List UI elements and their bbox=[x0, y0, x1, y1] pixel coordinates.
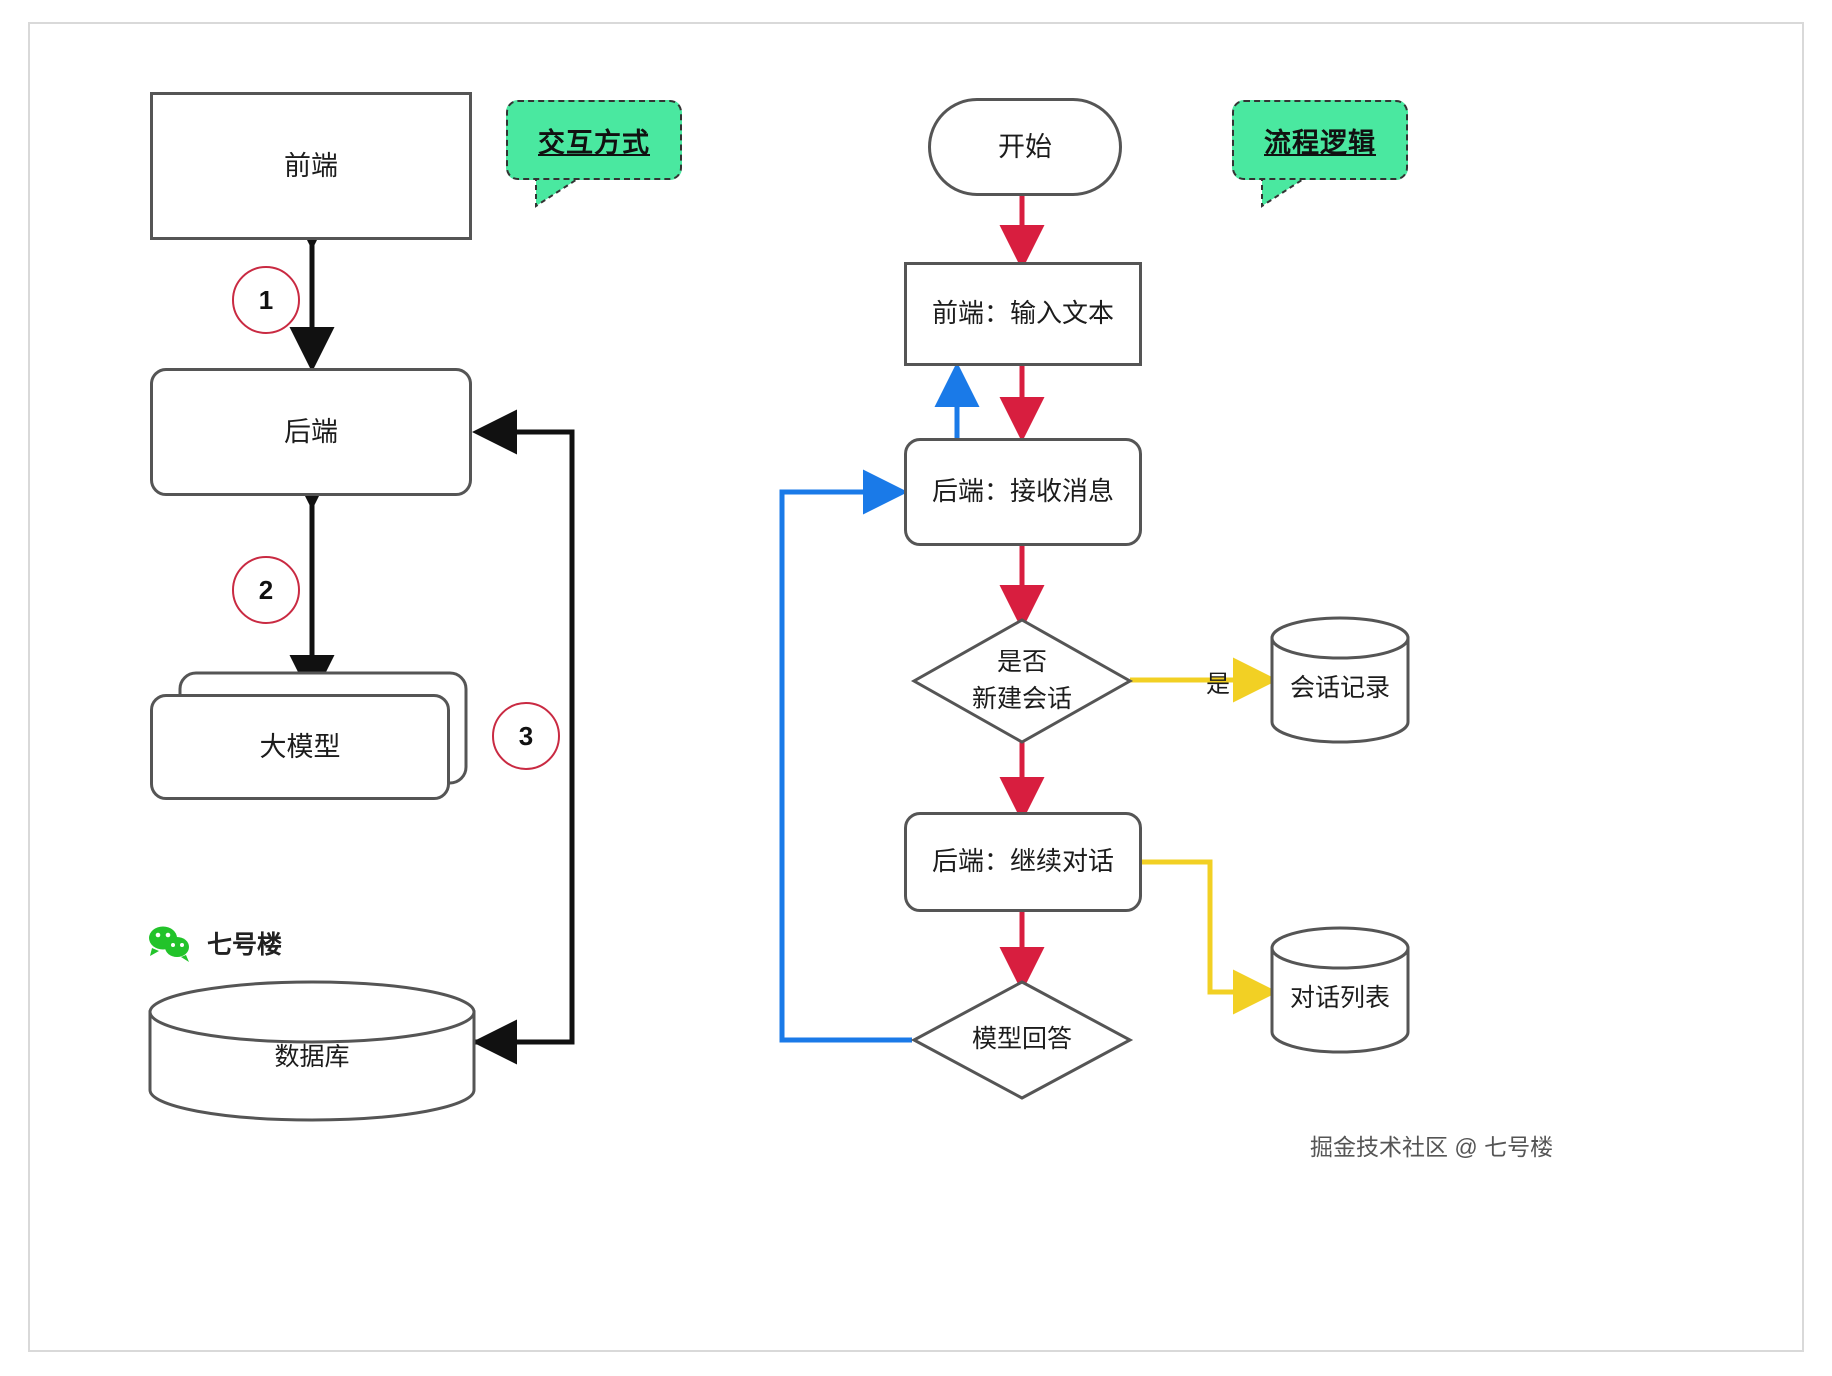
decision-new-session-line1: 是否 bbox=[996, 647, 1047, 676]
node-frontend-input-label: 前端：输入文本 bbox=[931, 298, 1114, 329]
edge-label-yes: 是 bbox=[1206, 664, 1230, 699]
edge-label-yes-text: 是 bbox=[1206, 671, 1230, 698]
footer-watermark-label: 掘金技术社区 @ 七号楼 bbox=[1310, 1134, 1554, 1160]
node-session-record-label: 会话记录 bbox=[1289, 674, 1390, 702]
node-model-answer-label: 模型回答 bbox=[971, 1025, 1072, 1054]
node-start[interactable]: 开始 bbox=[928, 98, 1122, 196]
node-frontend-label: 前端 bbox=[284, 150, 338, 181]
node-database-label-wrap: 数据库 bbox=[150, 1020, 474, 1090]
node-start-label: 开始 bbox=[998, 131, 1052, 162]
marker-2: 2 bbox=[232, 556, 300, 624]
marker-3: 3 bbox=[492, 702, 560, 770]
callout-process-logic: 流程逻辑 bbox=[1232, 100, 1408, 180]
node-backend-continue[interactable]: 后端：继续对话 bbox=[904, 812, 1142, 912]
node-backend-continue-label: 后端：继续对话 bbox=[931, 846, 1114, 877]
node-database-label: 数据库 bbox=[274, 1043, 350, 1071]
marker-3-label: 3 bbox=[518, 720, 534, 751]
marker-1: 1 bbox=[232, 266, 300, 334]
node-decision-new-session[interactable]: 是否 新建会话 bbox=[936, 638, 1108, 724]
wechat-watermark: 七号楼 bbox=[150, 925, 282, 961]
node-backend-label: 后端 bbox=[284, 416, 338, 447]
node-frontend-input[interactable]: 前端：输入文本 bbox=[904, 262, 1142, 366]
node-llm[interactable]: 大模型 bbox=[150, 694, 450, 800]
callout-interaction-method-label: 交互方式 bbox=[538, 127, 650, 158]
footer-watermark: 掘金技术社区 @ 七号楼 bbox=[1310, 1128, 1553, 1162]
node-model-answer[interactable]: 模型回答 bbox=[936, 1014, 1108, 1066]
node-frontend[interactable]: 前端 bbox=[150, 92, 472, 240]
node-session-record-label-wrap: 会话记录 bbox=[1272, 656, 1408, 716]
node-dialog-list-label: 对话列表 bbox=[1289, 984, 1390, 1012]
wechat-watermark-label: 七号楼 bbox=[207, 931, 283, 959]
marker-1-label: 1 bbox=[258, 284, 274, 315]
callout-interaction-method: 交互方式 bbox=[506, 100, 682, 180]
node-dialog-list-label-wrap: 对话列表 bbox=[1272, 966, 1408, 1026]
node-backend-receive[interactable]: 后端：接收消息 bbox=[904, 438, 1142, 546]
node-llm-label: 大模型 bbox=[259, 731, 341, 762]
decision-new-session-line2: 新建会话 bbox=[971, 685, 1072, 713]
node-backend[interactable]: 后端 bbox=[150, 368, 472, 496]
marker-2-label: 2 bbox=[258, 574, 274, 605]
callout-process-logic-label: 流程逻辑 bbox=[1264, 127, 1376, 158]
node-backend-receive-label: 后端：接收消息 bbox=[931, 476, 1114, 507]
